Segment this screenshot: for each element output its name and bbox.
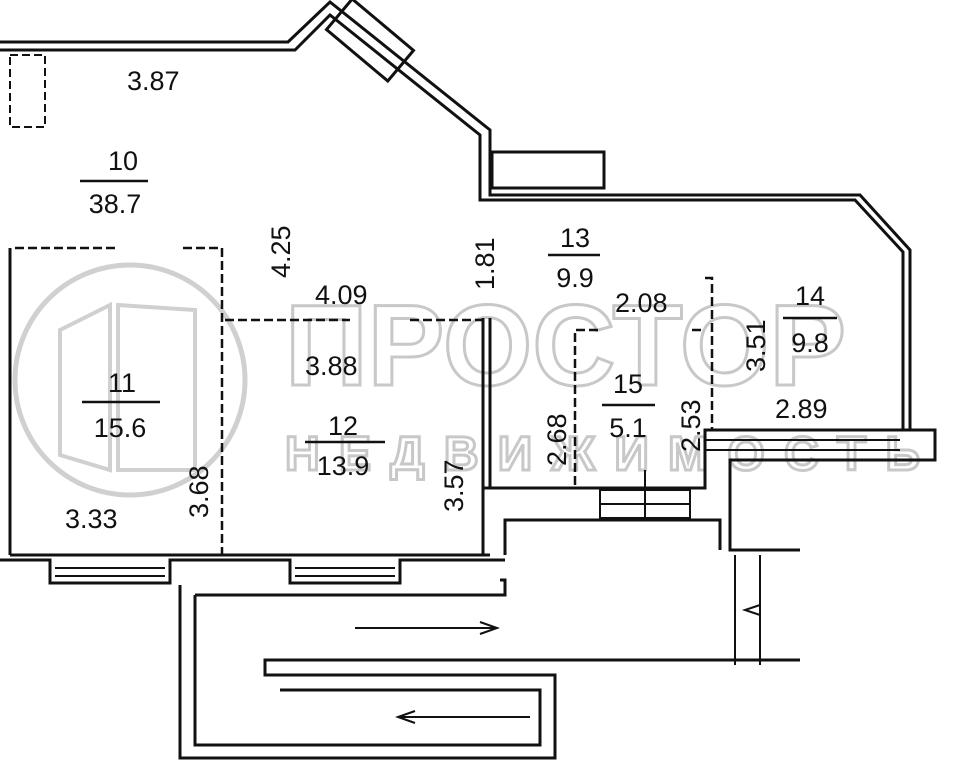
svg-text:10: 10 (108, 146, 138, 176)
room-10: 10 38.7 (80, 146, 148, 219)
svg-text:15.6: 15.6 (94, 413, 147, 443)
svg-text:38.7: 38.7 (89, 189, 142, 219)
dim-4-25: 4.25 (266, 225, 296, 278)
watermark-subtitle: НЕДВИЖИМОСТЬ (285, 428, 920, 481)
room-13: 13 9.9 (548, 223, 600, 293)
dim-4-09: 4.09 (315, 280, 368, 310)
dim-3-33: 3.33 (65, 504, 118, 534)
room-15: 15 5.1 (602, 369, 655, 443)
dim-2-68: 2.68 (542, 413, 572, 466)
dim-1-81: 1.81 (470, 237, 500, 290)
dim-3-68: 3.68 (184, 465, 214, 518)
room-14: 14 9.8 (783, 281, 837, 358)
dim-3-51: 3.51 (741, 319, 771, 372)
svg-text:13.9: 13.9 (317, 451, 370, 481)
walls (0, 0, 937, 760)
room-12: 12 13.9 (305, 411, 385, 481)
dim-3-87: 3.87 (127, 66, 180, 96)
dim-2-08: 2.08 (615, 288, 668, 318)
svg-text:9.8: 9.8 (791, 328, 829, 358)
watermark-logo: ПРОСТОР НЕДВИЖИМОСТЬ (12, 262, 922, 498)
watermark-title: ПРОСТОР (285, 282, 846, 410)
room-11: 11 15.6 (82, 368, 160, 443)
dim-3-57: 3.57 (439, 459, 469, 512)
svg-text:13: 13 (560, 223, 590, 253)
svg-text:15: 15 (613, 369, 643, 399)
svg-text:12: 12 (328, 411, 358, 441)
dim-2-53: 2.53 (676, 399, 706, 452)
svg-text:11: 11 (108, 368, 136, 398)
svg-text:5.1: 5.1 (609, 413, 647, 443)
svg-text:9.9: 9.9 (556, 263, 594, 293)
dim-3-88: 3.88 (305, 351, 358, 381)
svg-text:14: 14 (795, 281, 825, 311)
dimensions: 3.87 4.25 4.09 1.81 3.88 3.33 3.68 3.57 … (65, 66, 828, 534)
dim-2-89: 2.89 (775, 394, 828, 424)
